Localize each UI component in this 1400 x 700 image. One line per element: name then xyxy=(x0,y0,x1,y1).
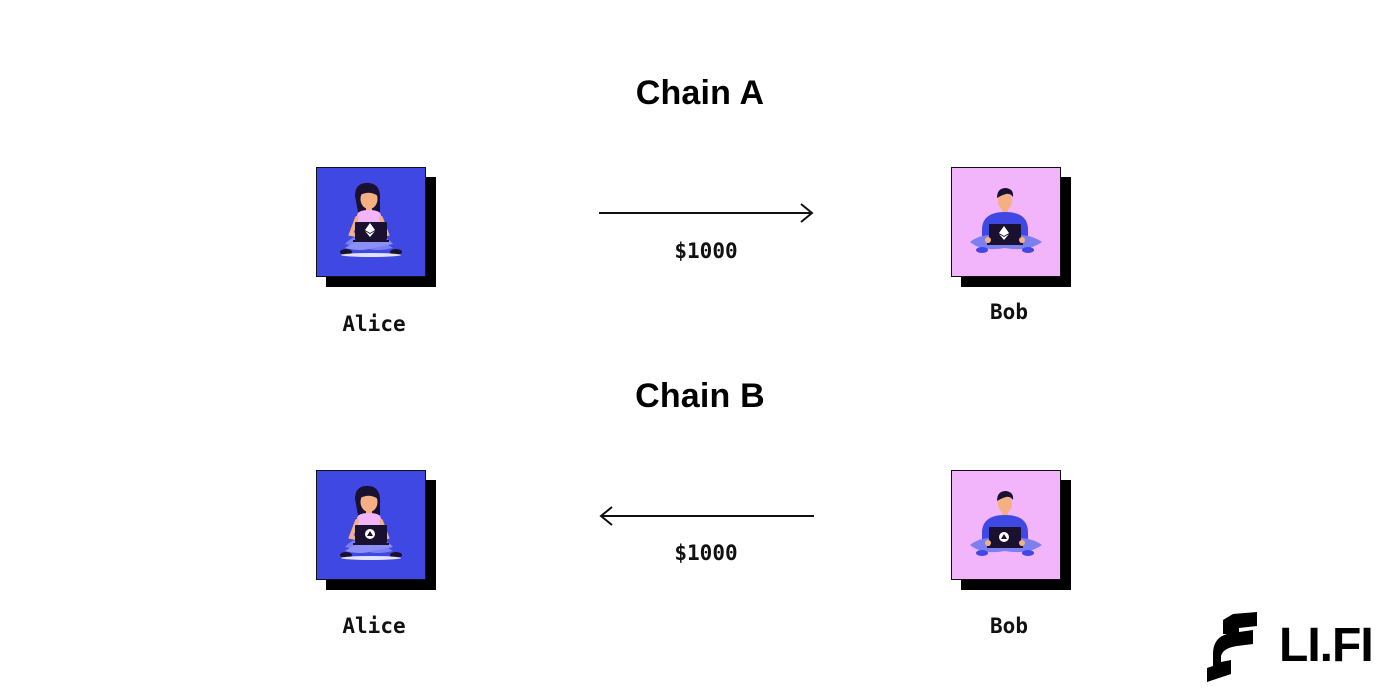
bob-avatar xyxy=(951,167,1061,277)
chain-b-token-icon xyxy=(998,530,1010,542)
chain-b-title: Chain B xyxy=(635,377,765,415)
chain-a-title: Chain A xyxy=(635,74,765,112)
bob-label-chain-b: Bob xyxy=(990,614,1028,638)
ethereum-icon xyxy=(998,226,1010,240)
alice-avatar-card-chain-b xyxy=(316,470,436,590)
alice-avatar-card-chain-a xyxy=(316,167,436,287)
bob-avatar-card-chain-a xyxy=(951,167,1071,287)
chain-b-token-icon xyxy=(364,527,376,539)
lifi-logo-icon xyxy=(1207,612,1257,682)
alice-avatar xyxy=(316,470,426,580)
bob-avatar xyxy=(951,470,1061,580)
amount-label-chain-a: $1000 xyxy=(674,239,738,263)
lifi-logo-text: LI.FI xyxy=(1279,619,1374,672)
amount-label-chain-b: $1000 xyxy=(674,541,738,565)
transfer-arrow-left xyxy=(599,506,814,526)
ethereum-icon xyxy=(364,223,376,237)
lifi-logo: LI.FI xyxy=(1203,610,1393,686)
bob-label-chain-a: Bob xyxy=(990,300,1028,324)
bob-avatar-card-chain-b xyxy=(951,470,1071,590)
transfer-arrow-right xyxy=(599,203,814,223)
alice-label-chain-a: Alice xyxy=(342,312,406,336)
alice-label-chain-b: Alice xyxy=(342,614,406,638)
alice-avatar xyxy=(316,167,426,277)
